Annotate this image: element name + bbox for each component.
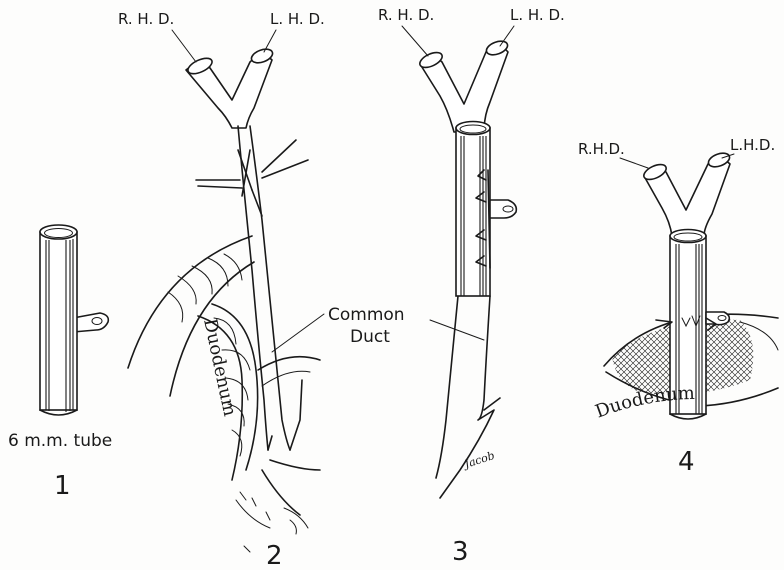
fig4-duodenum-label: Duodenum bbox=[593, 383, 696, 423]
artist-signature: Jacob bbox=[461, 449, 496, 471]
fig3-rhd-leader bbox=[402, 26, 428, 56]
figure-2-anatomy-drawing bbox=[128, 47, 320, 552]
tube-size-caption: 6 m.m. tube bbox=[8, 431, 112, 451]
fig3-rhd-label: R. H. D. bbox=[378, 6, 434, 24]
figure-number-1: 1 bbox=[54, 471, 71, 501]
common-duct-label-line1: Common bbox=[328, 305, 405, 325]
fig4-rhd-leader bbox=[620, 158, 648, 168]
figure-number-2: 2 bbox=[266, 541, 283, 570]
common-duct-leader-left bbox=[272, 314, 324, 352]
fig2-duodenum-label: Duodenum bbox=[199, 317, 240, 418]
figure-number-3: 3 bbox=[452, 537, 469, 567]
common-duct-leader-right bbox=[430, 320, 484, 340]
figure-4-tube-through-duodenum-drawing bbox=[604, 151, 778, 419]
fig2-rhd-label: R. H. D. bbox=[118, 10, 174, 28]
figure-number-4: 4 bbox=[678, 447, 695, 477]
fig4-rhd-label: R.H.D. bbox=[578, 140, 625, 158]
figure-1-tube-drawing bbox=[40, 225, 108, 415]
fig2-rhd-leader bbox=[172, 30, 196, 62]
fig2-lhd-label: L. H. D. bbox=[270, 10, 325, 28]
common-duct-label-line2: Duct bbox=[350, 327, 390, 347]
fig3-lhd-label: L. H. D. bbox=[510, 6, 565, 24]
figure-3-tube-in-duct-drawing bbox=[418, 39, 517, 498]
fig4-lhd-label: L.H.D. bbox=[730, 136, 775, 154]
fig2-lhd-leader bbox=[264, 30, 276, 52]
